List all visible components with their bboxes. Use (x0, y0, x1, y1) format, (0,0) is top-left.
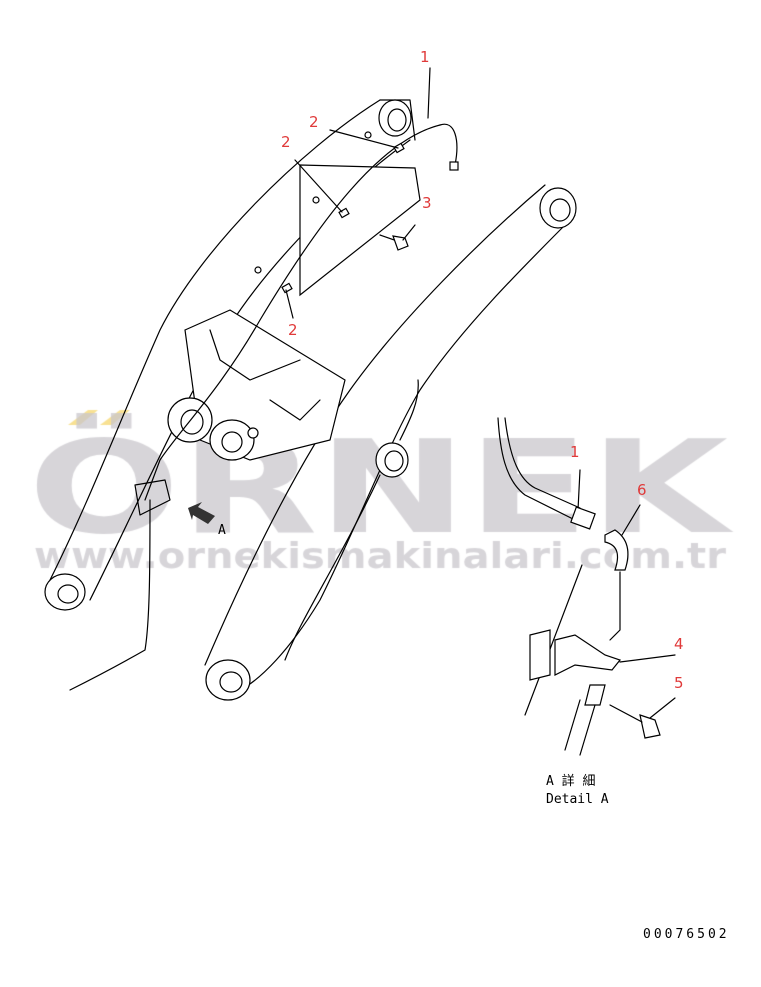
callout-clamp: 2 (309, 113, 319, 131)
callout-hose-detail: 1 (570, 443, 580, 461)
drawing-number: 00076502 (643, 927, 730, 942)
callout-bracket: 4 (674, 635, 684, 653)
hose-assembly (69, 123, 459, 691)
callout-clamp: 2 (281, 133, 291, 151)
detail-title-en: Detail A (546, 792, 609, 807)
callout-clamp: 2 (288, 321, 298, 339)
view-arrow-a (188, 502, 215, 524)
detail-a (497, 417, 661, 756)
callout-elbow: 6 (637, 481, 647, 499)
callouts: 1 2 2 3 2 A 1 6 4 5 (218, 48, 684, 692)
view-a-label: A (218, 523, 226, 538)
callout-bolt: 3 (422, 194, 432, 212)
leader-lines (285, 67, 676, 719)
callout-hose: 1 (420, 48, 430, 66)
detail-title-jp: A 詳 細 (546, 773, 595, 789)
right-lift-arm (204, 184, 577, 701)
callout-bolt-detail: 5 (674, 674, 684, 692)
cross-tube (167, 309, 346, 461)
